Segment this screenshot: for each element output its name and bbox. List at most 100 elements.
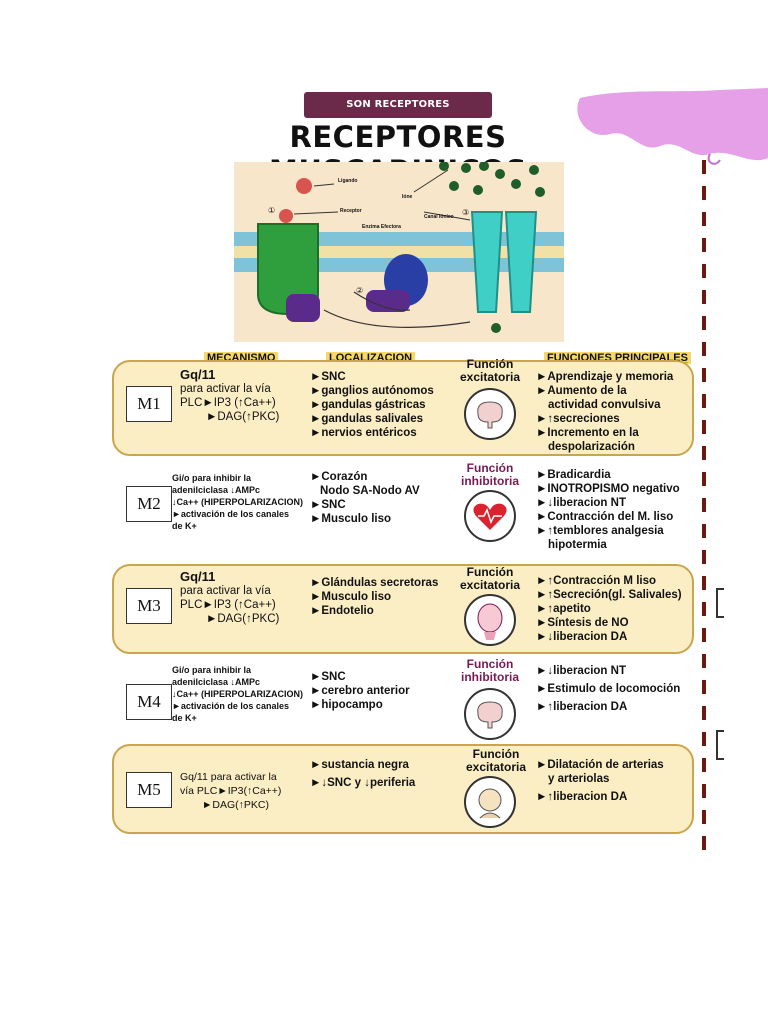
text-line: ►↓liberacion NT xyxy=(536,497,626,509)
functions-m4: ►↓liberacion NT►Estimulo de locomoción►↑… xyxy=(536,664,680,714)
text-line: de K+ xyxy=(172,713,197,723)
text-line: ►SNC xyxy=(310,499,346,511)
receptor-id-m5: M5 xyxy=(126,772,172,808)
label-ligando: Ligando xyxy=(338,178,358,184)
receptor-row-m3 xyxy=(112,564,694,654)
metabotropic-badge: SON RECEPTORES METABOTROPICOS xyxy=(304,92,492,136)
label-enzima: Enzima Efectora xyxy=(362,224,401,230)
step-2: ② xyxy=(356,286,364,295)
receptor-id-m3: M3 xyxy=(126,588,172,624)
mechanism-m4: Gi/o para inhibir la adenilciclasa ↓AMPc ↓… xyxy=(172,664,303,724)
text-line: Función xyxy=(466,461,514,475)
receptor-id-m2: M2 xyxy=(126,486,172,522)
label-receptor: Receptor xyxy=(340,208,362,214)
label-ione: Ióne xyxy=(402,194,413,200)
location-m2: ►Corazón Nodo SA-Nodo AV ►SNC ►Musculo lis… xyxy=(310,470,420,526)
text-line: Función xyxy=(466,357,514,371)
text-line: y arteriolas xyxy=(548,773,610,785)
text-line: despolarización xyxy=(548,441,635,453)
text-line: ►↑apetito xyxy=(536,603,591,615)
text-line: Gq/11 xyxy=(180,367,216,382)
text-line: ►Corazón xyxy=(310,471,368,483)
text-line: ►Estimulo de locomoción xyxy=(536,683,681,695)
text-line: adenilciclasa ↓AMPc xyxy=(172,677,261,687)
text-line: ►hipocampo xyxy=(310,699,383,711)
text-line: ►↓SNC y ↓periferia xyxy=(310,777,416,789)
text-line: ►Musculo liso xyxy=(310,513,392,525)
text-line: ►Musculo liso xyxy=(310,591,392,603)
text-line: inhibitoria xyxy=(461,474,519,488)
text-line: actividad convulsiva xyxy=(548,399,661,411)
page-title: RECEPTORES MUSCARINICOS xyxy=(269,120,527,188)
face-icon xyxy=(464,776,516,828)
text-line: ►DAG(↑PKC) xyxy=(206,613,280,625)
text-line: ►Incremento en la xyxy=(536,427,639,439)
functions-m2: ►Bradicardia ►INOTROPISMO negativo ►↓liber… xyxy=(536,468,680,552)
label-canal: Canal Iónico xyxy=(424,214,454,220)
text-line: ►Dilatación de arterias xyxy=(536,759,664,771)
text-line: ►SNC xyxy=(310,671,346,683)
text-line: inhibitoria xyxy=(461,670,519,684)
mechanism-m1: Gq/11 para activar la vía PLC►IP3 (↑Ca++… xyxy=(180,368,279,424)
text-line: ►↑liberacion DA xyxy=(536,791,628,803)
text-line: ►Glándulas secretoras xyxy=(310,577,439,589)
receptor-id-m1: M1 xyxy=(126,386,172,422)
text-line: excitatoria xyxy=(465,760,527,774)
text-line: Función xyxy=(466,565,514,579)
functions-m1: ►Aprendizaje y memoria►Aumento de la act… xyxy=(536,370,673,454)
text-line: ↓Ca++ (HIPERPOLARIZACION) xyxy=(172,689,304,699)
receptor-illustration: Ligando Receptor Enzima Efectora Canal I… xyxy=(234,161,564,342)
text-line: ►gandulas gástricas xyxy=(310,399,426,411)
text-line: ►cerebro anterior xyxy=(310,685,410,697)
text-line: Gq/11 para activar la xyxy=(180,771,277,783)
functions-m5: ►Dilatación de arterias y arteriolas ►↑li… xyxy=(536,758,664,804)
text-line: ►Aprendizaje y memoria xyxy=(536,371,674,383)
brain-icon xyxy=(464,388,516,440)
text-line: Función xyxy=(466,657,514,671)
text-line: vía PLC►IP3(↑Ca++) xyxy=(180,785,282,797)
location-m3: ►Glándulas secretoras►Musculo liso►Endot… xyxy=(310,576,438,618)
membrane-diagram xyxy=(234,161,564,333)
text-line: ►DAG(↑PKC) xyxy=(202,799,269,811)
text-line: ►↑secreciones xyxy=(536,413,620,425)
step-3: ③ xyxy=(462,208,470,217)
brain-icon xyxy=(464,688,516,740)
text-line: ►activación de los canales xyxy=(172,701,289,711)
bracket-marker xyxy=(716,730,724,760)
text-line: ►sustancia negra xyxy=(310,759,409,771)
text-line: adenilciclasa ↓AMPc xyxy=(172,485,261,495)
text-line: hipotermia xyxy=(548,539,607,551)
functions-m3: ►↑Contracción M liso►↑Secreción(gl. Sali… xyxy=(536,574,682,644)
text-line: ►SNC xyxy=(310,371,346,383)
receptor-row-m5 xyxy=(112,744,694,834)
text-line: ►DAG(↑PKC) xyxy=(206,411,280,423)
text-line: Gi/o para inhibir la xyxy=(172,665,252,675)
receptor-id-m4: M4 xyxy=(126,684,172,720)
bracket-marker xyxy=(716,588,724,618)
location-m5: ►sustancia negra ►↓SNC y ↓periferia xyxy=(310,758,415,790)
text-line: ►Bradicardia xyxy=(536,469,611,481)
step-1: ① xyxy=(268,206,276,215)
text-line: ►Contracción del M. liso xyxy=(536,511,674,523)
text-line: Función xyxy=(472,747,520,761)
text-line: PLC►IP3 (↑Ca++) xyxy=(180,397,276,409)
text-line: ►gandulas salivales xyxy=(310,413,424,425)
text-line: Nodo SA-Nodo AV xyxy=(320,485,420,497)
text-line: ►↑Contracción M liso xyxy=(536,575,657,587)
text-line: ►↑liberacion DA xyxy=(536,701,628,713)
text-line: Gi/o para inhibir la xyxy=(172,473,252,483)
mechanism-m5: Gq/11 para activar la vía PLC►IP3(↑Ca++) ►… xyxy=(180,770,281,812)
text-line: PLC►IP3 (↑Ca++) xyxy=(180,599,276,611)
text-line: ►INOTROPISMO negativo xyxy=(536,483,680,495)
location-m4: ►SNC ►cerebro anterior ►hipocampo xyxy=(310,670,410,712)
text-line: excitatoria xyxy=(459,578,521,592)
location-m1: ►SNC ►ganglios autónomos ►gandulas gástric… xyxy=(310,370,434,440)
text-line: ►ganglios autónomos xyxy=(310,385,434,397)
text-line: excitatoria xyxy=(459,370,521,384)
receptor-row-m1 xyxy=(112,360,694,456)
